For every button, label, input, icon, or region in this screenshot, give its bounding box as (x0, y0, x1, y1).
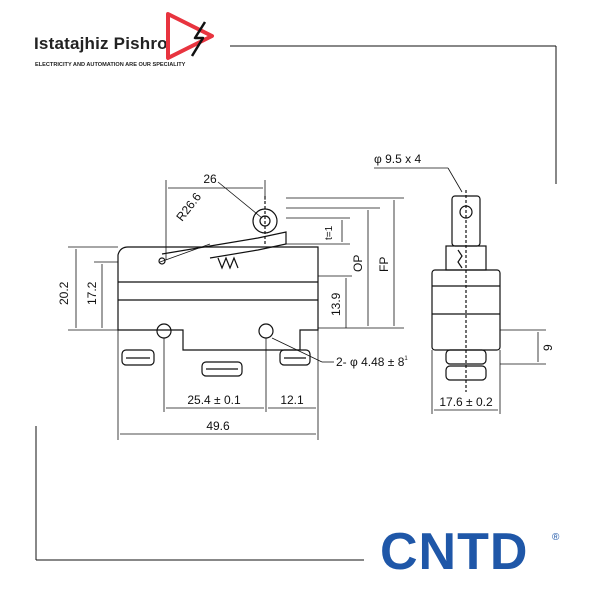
maker-logo: CNTD (380, 523, 529, 581)
dim-mount-holes: 2- φ 4.48 ± 81 (336, 355, 408, 369)
dim-hole-spacing: 25.4 ± 0.1 (187, 393, 241, 407)
brand-name: Istatajhiz Pishro (34, 34, 168, 53)
play-lightning-logo-icon (166, 12, 214, 60)
dim-side-offset: 12.1 (280, 393, 304, 407)
dim-h-20-2: 20.2 (57, 281, 71, 305)
dim-t1: t=1 (324, 225, 335, 240)
side-view-switch (431, 190, 501, 392)
dim-top-width: 26 (203, 172, 217, 186)
brand-tagline: ELECTRICITY AND AUTOMATION ARE OUR SPECI… (35, 62, 186, 68)
dim-h-13-9: 13.9 (329, 292, 343, 316)
dim-roller: φ 9.5 x 4 (374, 152, 421, 166)
dim-radius: R26.6 (173, 190, 204, 224)
frame-lines (35, 45, 557, 561)
dim-op: OP (351, 255, 365, 272)
dim-fp: FP (377, 257, 391, 272)
dimension-labels: 26 R26.6 φ 9.5 x 4 t=1 OP FP 20.2 17.2 1… (57, 152, 555, 433)
dim-side-h-9: 9 (541, 344, 555, 351)
dim-h-17-2: 17.2 (85, 281, 99, 305)
dim-overall-width: 49.6 (206, 419, 230, 433)
front-view-switch (117, 196, 319, 377)
side-view-dimension-lines (431, 329, 546, 414)
front-view-dimension-lines (68, 167, 463, 440)
registered-mark: ® (552, 532, 560, 543)
dim-side-width: 17.6 ± 0.2 (439, 395, 493, 409)
